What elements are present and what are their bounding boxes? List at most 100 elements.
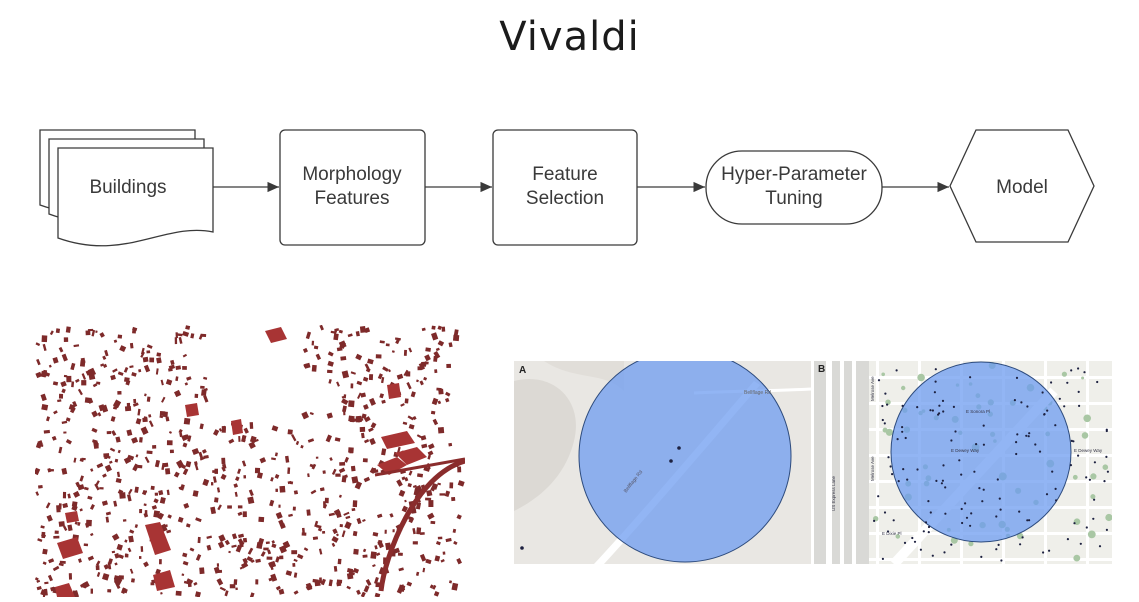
morphology-label-line1: Morphology [302, 164, 402, 185]
building-footprint [203, 376, 208, 380]
building-footprint [339, 341, 346, 349]
building-footprint [80, 357, 86, 364]
building-footprint [249, 592, 255, 597]
building-footprint [81, 373, 87, 380]
hyper-parameter-tuning-node: Hyper-Parameter Tuning [705, 150, 883, 225]
building-footprint [338, 494, 342, 498]
building-footprint [353, 548, 359, 555]
building-footprint [445, 537, 452, 543]
building-footprint [36, 585, 42, 591]
building-footprint [41, 335, 48, 343]
building-footprint [131, 436, 139, 444]
address-point [1085, 476, 1088, 479]
address-point [998, 497, 1001, 500]
building-footprint [326, 412, 333, 419]
building-footprint [117, 334, 123, 339]
tree [1102, 464, 1109, 470]
address-point [935, 479, 938, 482]
building-footprint [370, 551, 377, 559]
building-footprint [362, 458, 368, 463]
building-footprint [65, 326, 71, 333]
street [876, 361, 879, 564]
building-footprint [341, 530, 346, 538]
address-point [889, 465, 892, 468]
building-footprint [143, 512, 149, 518]
building-footprint [217, 504, 222, 511]
building-footprint [77, 484, 85, 491]
building-footprint [268, 577, 273, 582]
building-footprint [360, 591, 366, 597]
building-footprint [278, 588, 285, 595]
pipeline-flowchart: Buildings Morphology Features Feature Se… [39, 129, 1095, 247]
building-footprint [101, 500, 108, 506]
building-footprint [68, 573, 73, 580]
building-footprint [46, 514, 53, 522]
building-footprint [195, 554, 202, 561]
building-footprint [152, 445, 157, 449]
building-footprint [424, 354, 431, 362]
building-footprint [179, 463, 187, 470]
building-footprint [44, 581, 49, 585]
building-footprint [114, 577, 123, 586]
building-footprint [367, 427, 374, 433]
building-footprint [95, 565, 100, 571]
buffer-circle-a [578, 361, 792, 563]
building-footprint [124, 405, 132, 412]
building-footprint [221, 466, 226, 472]
building-footprint [368, 374, 374, 381]
building-footprint [199, 423, 204, 430]
building-footprint [102, 573, 110, 581]
building-footprint [73, 457, 77, 463]
building-footprint [41, 533, 46, 538]
tree [968, 541, 974, 547]
building-footprint [102, 355, 107, 361]
building-footprint [424, 361, 429, 365]
building-footprint [168, 431, 172, 434]
address-point [1013, 399, 1016, 402]
building-footprint [356, 517, 362, 525]
building-footprint [362, 519, 366, 522]
building-footprint [395, 337, 401, 345]
building-footprint [426, 489, 433, 497]
building-footprint [359, 326, 366, 333]
building-footprint [161, 462, 165, 471]
hyper-parameter-label-line1: Hyper-Parameter [721, 164, 867, 185]
building-footprint [259, 457, 267, 464]
building-footprint [363, 585, 370, 593]
building-footprint [312, 578, 319, 583]
building-footprint [338, 467, 346, 474]
building-footprint [309, 463, 316, 469]
building-footprint [193, 581, 198, 586]
building-footprint [427, 443, 435, 450]
building-footprint [237, 468, 242, 475]
address-point [1015, 441, 1018, 444]
building-footprint [42, 548, 48, 555]
building-footprint [429, 584, 434, 589]
building-footprint [97, 412, 102, 417]
building-footprint [408, 516, 415, 524]
building-footprint [440, 558, 445, 563]
building-footprint [146, 396, 151, 402]
address-point [924, 521, 928, 524]
building-footprint [217, 541, 225, 549]
building-footprint [405, 371, 411, 377]
building-footprint [35, 467, 41, 476]
building-footprint [233, 483, 239, 488]
address-point [1063, 405, 1066, 408]
building-footprint [448, 342, 453, 348]
building-footprint [336, 381, 340, 387]
building-footprint [360, 392, 366, 398]
building-footprint [412, 415, 417, 421]
building-footprint [412, 541, 418, 545]
building-footprint [129, 568, 134, 574]
building-footprint [113, 339, 118, 343]
tree [885, 399, 891, 405]
page-title: Vivaldi [499, 14, 640, 60]
panel-a-street-label: Bellflage Rd [744, 390, 771, 396]
building-footprint [81, 457, 86, 461]
building-footprint [143, 503, 147, 507]
building-footprint [154, 459, 161, 468]
address-point [883, 511, 887, 514]
building-footprint [403, 349, 407, 356]
address-point [901, 404, 904, 407]
